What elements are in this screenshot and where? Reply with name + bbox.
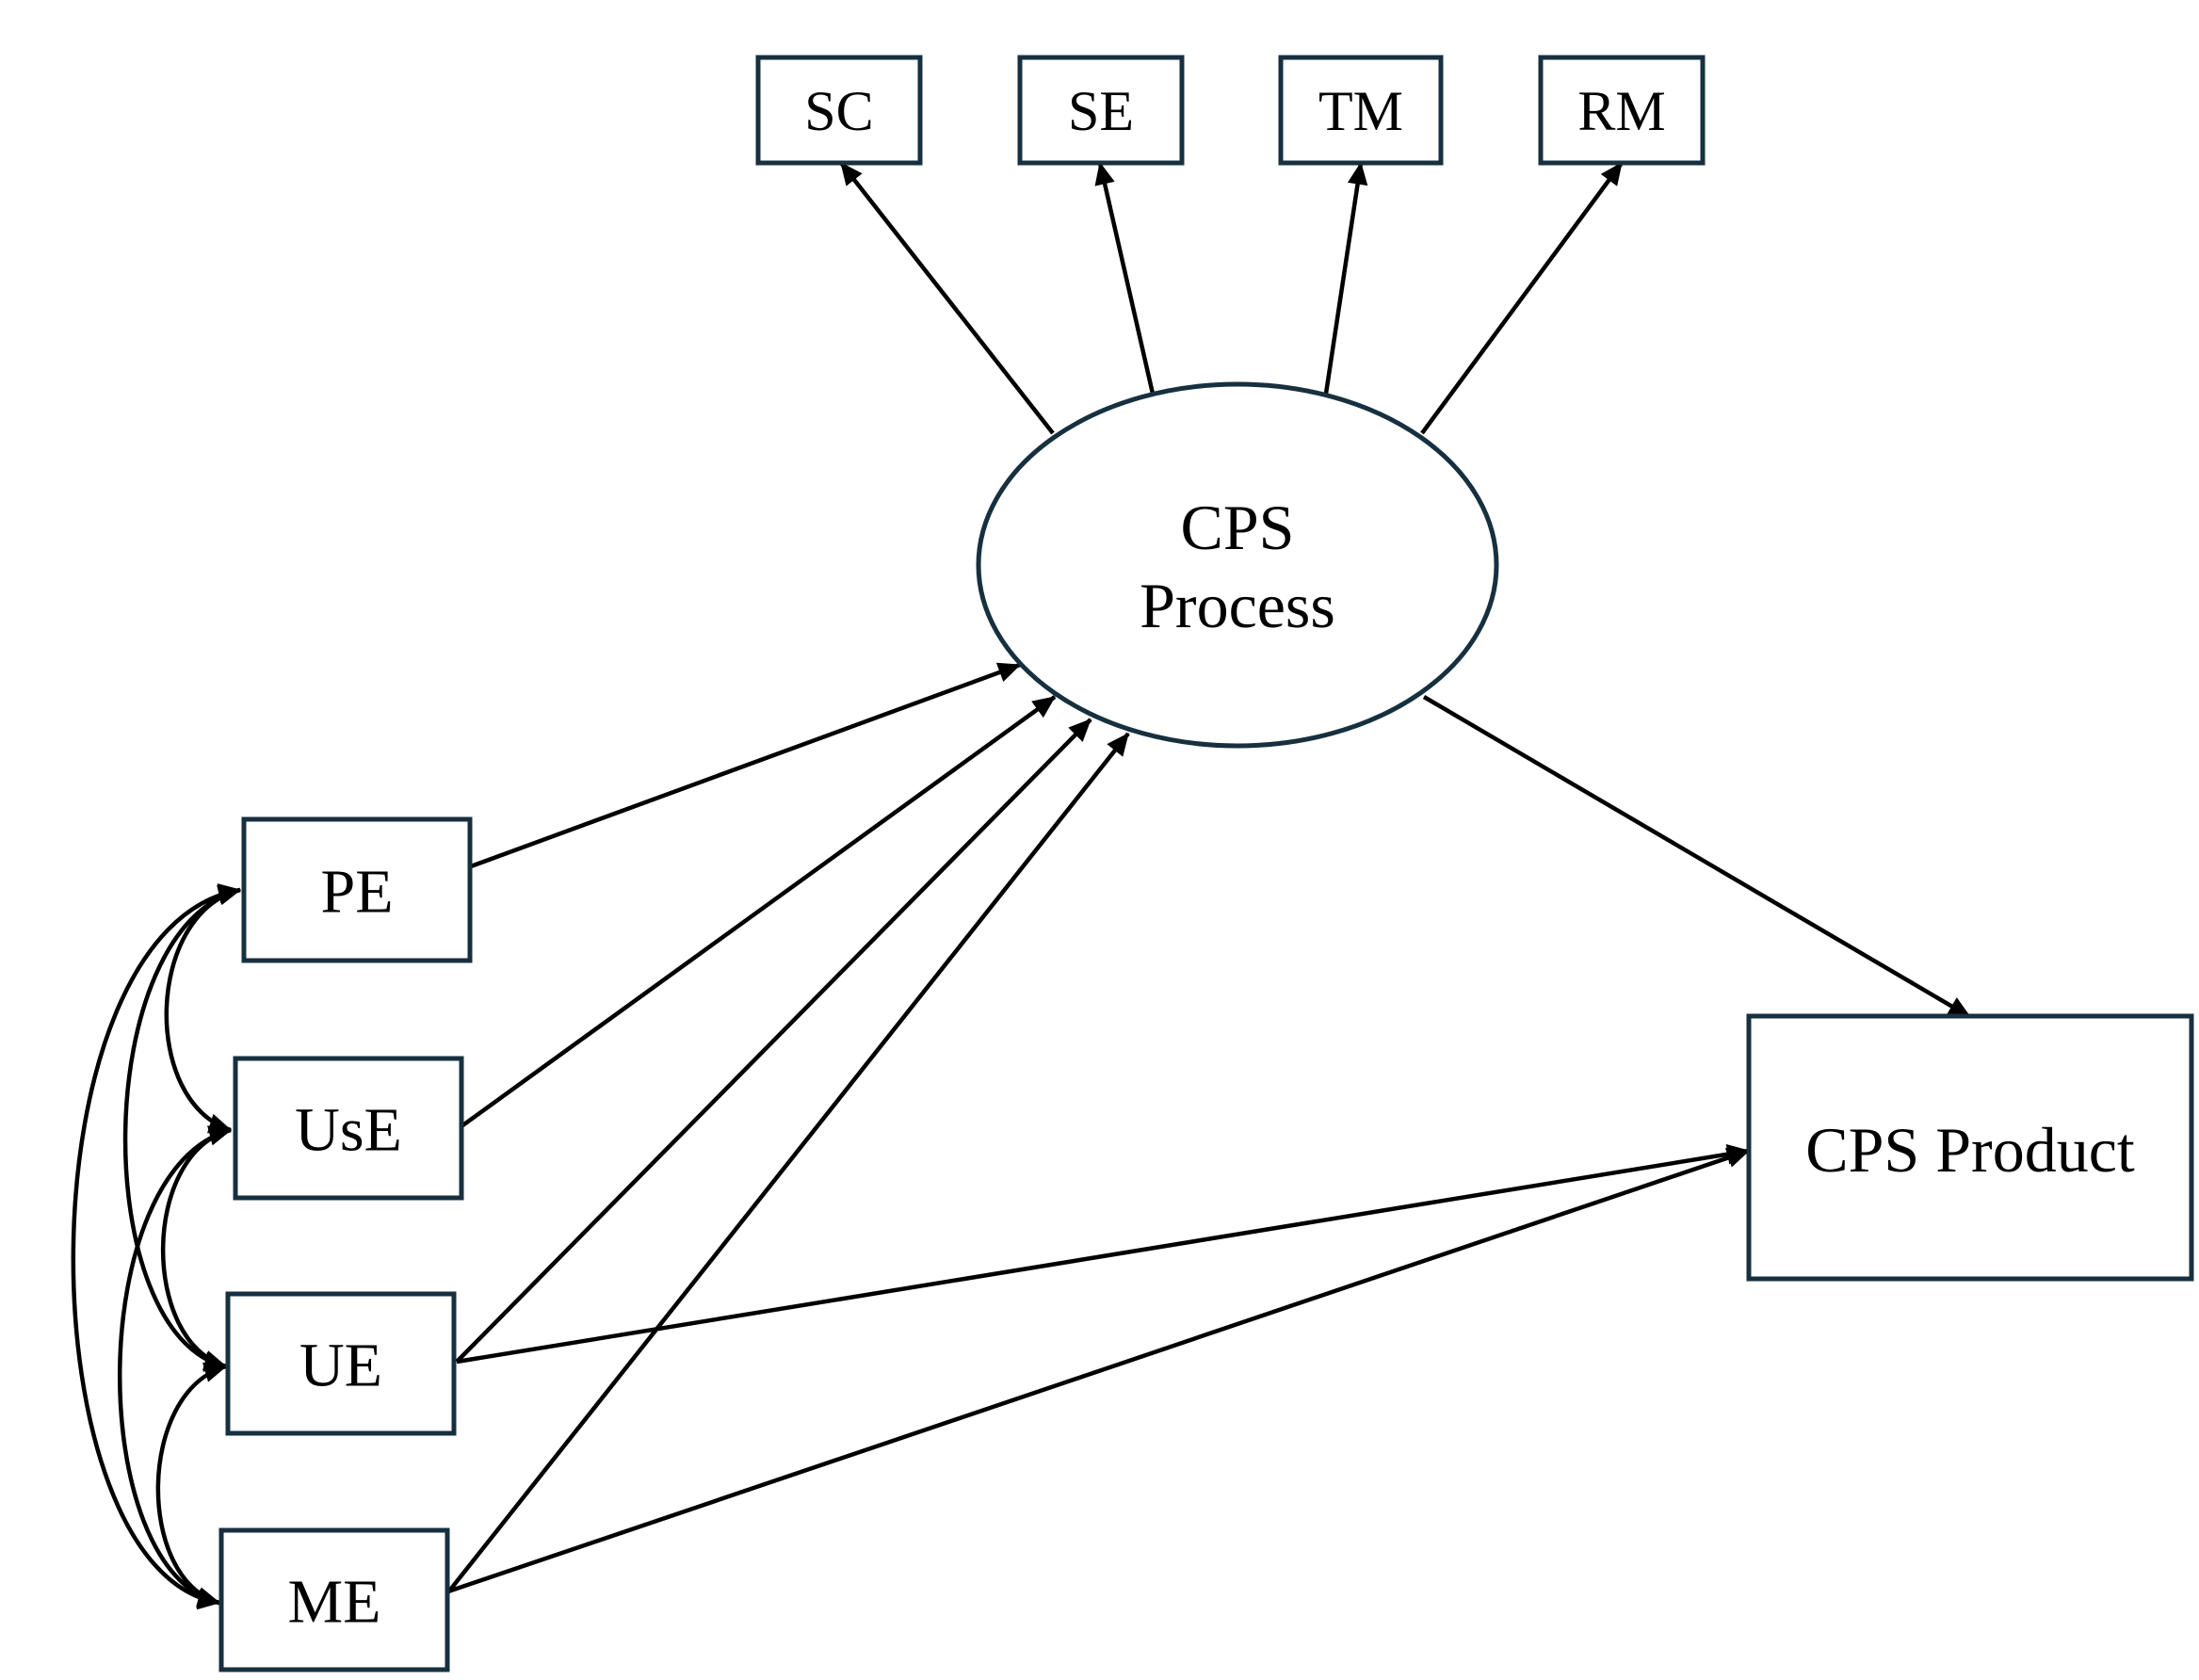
predictor-me-label: ME <box>288 1568 381 1637</box>
path-process-sc <box>839 161 1055 435</box>
predictor-ue: UE <box>225 1291 457 1436</box>
predictor-ue-label: UE <box>299 1332 382 1400</box>
indicator-tm: TM <box>1278 55 1444 166</box>
correlations <box>71 883 242 1610</box>
predictor-use-label: UsE <box>295 1096 402 1165</box>
indicator-rm: RM <box>1538 55 1706 166</box>
paths <box>442 161 1972 1596</box>
indicator-se-label: SE <box>1068 80 1134 142</box>
predictor-me: ME <box>218 1527 450 1672</box>
indicator-sc: SC <box>755 55 923 166</box>
outcome-cps-product: CPS Product <box>1746 1013 2194 1282</box>
corr-use-me <box>118 1125 233 1608</box>
latent-label-line2: Process <box>1140 570 1335 641</box>
latent-cps-process: CPS Process <box>976 381 1499 749</box>
predictor-pe-label: PE <box>320 858 393 927</box>
path-pe-process <box>470 662 1022 869</box>
indicator-se: SE <box>1017 55 1185 166</box>
outcome-label: CPS Product <box>1805 1114 2135 1186</box>
predictor-pe: PE <box>241 816 473 963</box>
indicator-sc-label: SC <box>804 80 873 142</box>
path-ue-process <box>455 718 1092 1364</box>
path-process-product <box>1422 695 1972 1019</box>
path-process-se <box>1094 161 1156 395</box>
path-process-rm <box>1420 161 1624 435</box>
indicator-tm-label: TM <box>1318 80 1403 142</box>
latent-label-line1: CPS <box>1181 492 1295 563</box>
path-ue-product <box>456 1144 1751 1365</box>
path-use-process <box>460 695 1057 1128</box>
path-me-process <box>445 732 1130 1595</box>
corr-pe-me <box>71 883 242 1610</box>
corr-pe-use <box>164 885 242 1134</box>
predictor-use: UsE <box>233 1056 464 1201</box>
path-process-tm <box>1323 161 1368 395</box>
corr-pe-ue <box>122 885 242 1372</box>
indicator-rm-label: RM <box>1577 80 1665 142</box>
corr-ue-me <box>155 1362 228 1607</box>
path-me-product <box>442 1148 1751 1596</box>
